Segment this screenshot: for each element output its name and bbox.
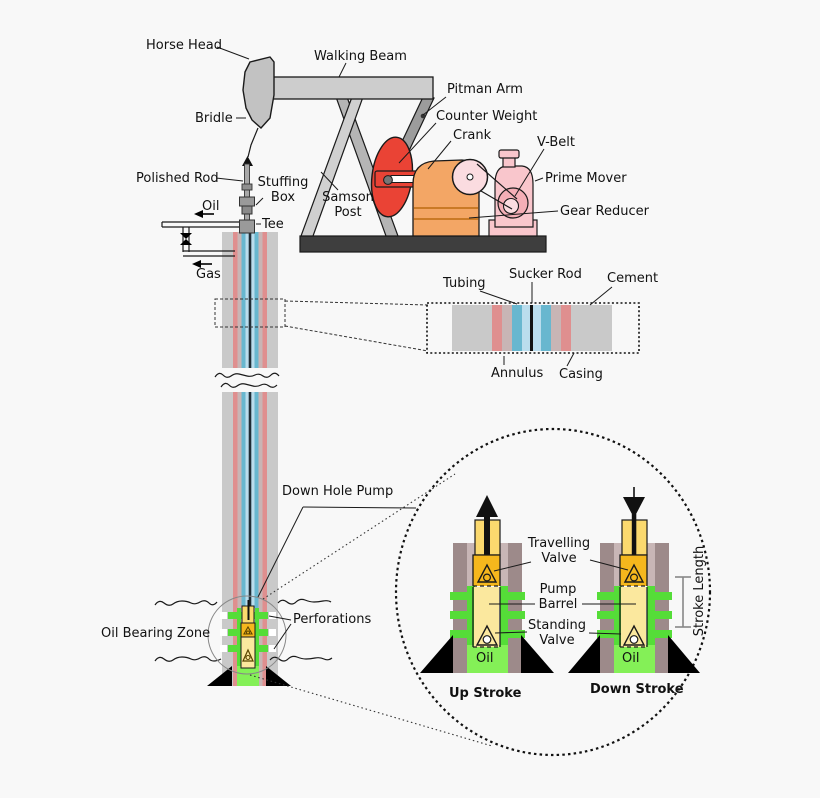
down-stroke-pump	[568, 487, 700, 673]
oil-bearing-zone-boundaries	[154, 598, 333, 662]
polished-rod	[241, 156, 253, 223]
wellbore-column	[154, 232, 333, 686]
standing-valve-up	[475, 624, 499, 646]
inset-leader-lines	[489, 559, 636, 635]
pump-barrel-label: Pump Barrel	[538, 582, 578, 612]
tubing-layer	[241, 232, 246, 608]
inset-oil-right-label: Oil	[622, 651, 640, 666]
depth-break	[214, 368, 286, 392]
annulus-label: Annulus	[491, 366, 544, 381]
horse-head	[242, 56, 275, 129]
oil-flow-arrow-icon	[194, 210, 214, 218]
label-leader-lines	[215, 46, 559, 650]
down-hole-pump-assembly	[207, 595, 291, 686]
tee-fitting	[239, 219, 255, 234]
tubing-label: Tubing	[443, 276, 486, 291]
cross-section-bands	[452, 305, 612, 351]
bridle-cable	[247, 127, 259, 158]
up-stroke-pump	[420, 495, 554, 673]
casing-label: Casing	[559, 367, 603, 382]
horse-head-label: Horse Head	[146, 38, 222, 53]
oil-bearing-zone-label: Oil Bearing Zone	[101, 626, 211, 641]
standing-valve-label: Standing Valve	[528, 618, 586, 648]
down-hole-pump-label: Down Hole Pump	[282, 484, 394, 499]
gas-flowline	[180, 227, 235, 257]
cross-section-source-box	[214, 298, 286, 328]
up-stroke-arrow-icon	[476, 495, 498, 556]
pitman-arm-label: Pitman Arm	[447, 82, 523, 97]
inset-circle	[394, 427, 712, 757]
v-belt	[476, 163, 518, 210]
inset-oil-left-label: Oil	[476, 651, 494, 666]
packer-right	[266, 666, 291, 686]
polished-rod-label: Polished Rod	[136, 171, 219, 186]
standing-valve-down	[622, 624, 646, 646]
oil-outlet-label: Oil	[202, 199, 220, 214]
packer-left	[207, 666, 232, 686]
annulus-layer	[237, 232, 242, 686]
down-stroke-arrow-icon	[623, 487, 645, 558]
prime-mover-label: Prime Mover	[545, 171, 627, 186]
cement-label: Cement	[607, 271, 659, 286]
pumpjack-unit	[242, 56, 547, 253]
oil-flowline	[161, 221, 241, 228]
pump-barrel-small	[240, 636, 256, 669]
check-valve-icon	[180, 233, 192, 239]
gear-reducer-label: Gear Reducer	[560, 204, 649, 219]
down-stroke-label: Down Stroke	[590, 682, 684, 697]
perforations-label: Perforations	[293, 612, 372, 627]
gas-flow-arrow-icon	[192, 260, 212, 268]
magnifier-source-circle	[207, 595, 287, 675]
travelling-valve-small	[240, 622, 256, 638]
reducer-pulley	[451, 158, 489, 196]
travelling-valve-label: Travelling Valve	[527, 536, 591, 566]
base-skid	[299, 235, 547, 253]
sucker-rod-label: Sucker Rod	[509, 267, 582, 282]
casing-layer	[233, 232, 238, 686]
walking-beam-label: Walking Beam	[314, 49, 407, 64]
pump-inset	[249, 427, 712, 757]
crank-label: Crank	[453, 128, 492, 143]
cross-section-detail	[214, 282, 640, 367]
stuffing-box-label: Stuffing Box	[257, 175, 309, 205]
stuffing-box	[239, 196, 255, 215]
stroke-length-bracket	[675, 576, 691, 628]
oil-inflow-zone	[237, 666, 259, 686]
rod-clamp-arrow-icon	[242, 156, 253, 166]
tee-label: Tee	[262, 217, 284, 232]
wellhead	[161, 156, 255, 268]
walking-beam	[249, 76, 434, 100]
samson-post-label: Samson Post	[322, 190, 374, 220]
prime-mover	[488, 149, 538, 237]
zoom-cone-lower	[249, 674, 493, 747]
crank-pin	[383, 175, 393, 185]
up-stroke-label: Up Stroke	[449, 686, 522, 701]
cross-section-frame	[426, 302, 640, 354]
stroke-length-label: Stroke Length	[692, 545, 707, 637]
v-belt-label: V-Belt	[537, 135, 575, 150]
counter-weight-label: Counter Weight	[436, 109, 538, 124]
sucker-rod-string	[248, 232, 252, 620]
gas-outlet-label: Gas	[196, 267, 221, 282]
bridle-label: Bridle	[195, 111, 233, 126]
perforation-bars	[220, 612, 276, 652]
